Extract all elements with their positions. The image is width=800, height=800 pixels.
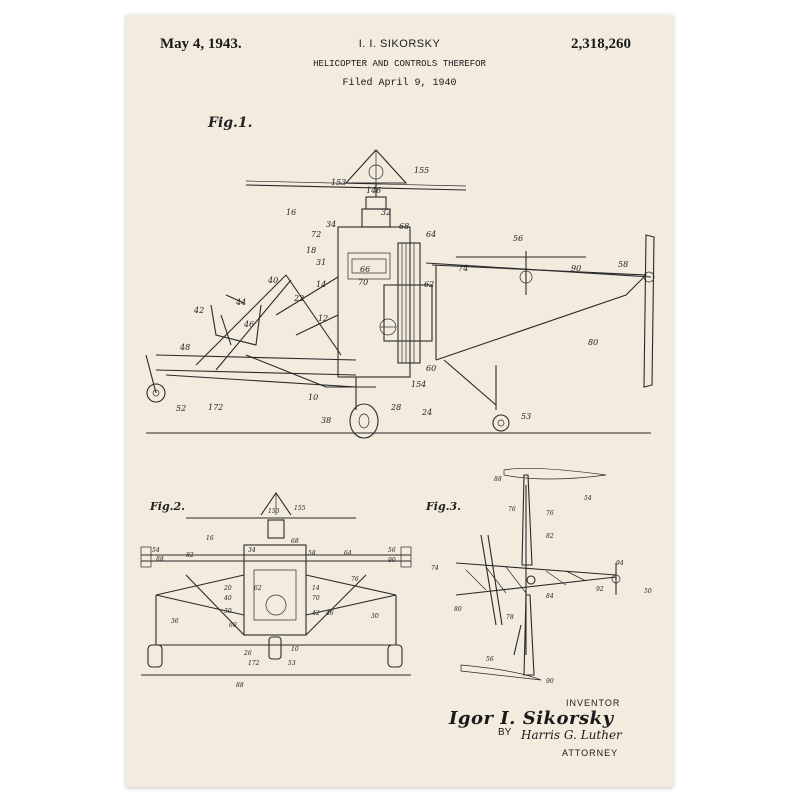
attorney-label: ATTORNEY bbox=[562, 748, 619, 758]
svg-text:80: 80 bbox=[454, 606, 462, 613]
svg-text:26: 26 bbox=[243, 650, 252, 657]
svg-text:50: 50 bbox=[644, 588, 652, 595]
svg-text:48: 48 bbox=[179, 343, 190, 352]
svg-text:64: 64 bbox=[426, 230, 436, 239]
svg-text:30: 30 bbox=[224, 608, 232, 615]
svg-text:20: 20 bbox=[223, 585, 232, 592]
svg-text:88: 88 bbox=[236, 682, 244, 689]
svg-text:40: 40 bbox=[267, 276, 278, 285]
patent-date: May 4, 1943. bbox=[160, 36, 242, 52]
svg-text:58: 58 bbox=[618, 260, 628, 269]
svg-text:74: 74 bbox=[431, 565, 439, 572]
fig2-label: Fig.2. bbox=[150, 500, 185, 513]
svg-text:54: 54 bbox=[584, 495, 592, 502]
attorney-signature: Harris G. Luther bbox=[521, 728, 622, 742]
fig2-helicopter-front-view: 153 155 16 54 88 82 34 68 58 64 56 90 76… bbox=[140, 492, 412, 689]
svg-text:80: 80 bbox=[588, 338, 598, 347]
svg-text:62: 62 bbox=[254, 585, 262, 592]
svg-text:28: 28 bbox=[390, 403, 401, 412]
svg-text:56: 56 bbox=[486, 656, 494, 663]
svg-text:64: 64 bbox=[344, 550, 352, 557]
svg-text:46: 46 bbox=[325, 610, 334, 617]
svg-text:153: 153 bbox=[268, 508, 280, 515]
svg-text:154: 154 bbox=[411, 380, 426, 389]
by-label: BY bbox=[498, 727, 512, 738]
svg-text:90: 90 bbox=[546, 678, 554, 685]
svg-text:31: 31 bbox=[316, 258, 326, 267]
svg-text:22: 22 bbox=[293, 294, 304, 303]
svg-text:58: 58 bbox=[308, 550, 316, 557]
svg-text:76: 76 bbox=[508, 506, 516, 513]
svg-text:66: 66 bbox=[360, 265, 370, 274]
svg-text:68: 68 bbox=[399, 222, 409, 231]
svg-text:92: 92 bbox=[596, 586, 604, 593]
svg-text:90: 90 bbox=[571, 264, 581, 273]
fig3-label: Fig.3. bbox=[426, 500, 461, 513]
svg-text:172: 172 bbox=[248, 660, 260, 667]
svg-text:155: 155 bbox=[294, 505, 306, 512]
svg-text:88: 88 bbox=[494, 476, 502, 483]
inventor-short-name: I. I. SIKORSKY bbox=[358, 38, 441, 50]
svg-text:90: 90 bbox=[388, 557, 396, 564]
fig1-label: Fig.1. bbox=[208, 115, 253, 131]
svg-text:34: 34 bbox=[326, 220, 336, 229]
inventor-signature: Igor I. Sikorsky bbox=[449, 708, 614, 729]
svg-text:70: 70 bbox=[358, 278, 368, 287]
svg-text:54: 54 bbox=[152, 547, 160, 554]
svg-text:70: 70 bbox=[312, 595, 320, 602]
svg-text:155: 155 bbox=[414, 166, 429, 175]
svg-text:82: 82 bbox=[186, 552, 194, 559]
svg-text:94: 94 bbox=[616, 560, 624, 567]
patent-number: 2,318,260 bbox=[571, 36, 631, 52]
svg-text:46: 46 bbox=[243, 320, 254, 329]
svg-text:76: 76 bbox=[351, 576, 359, 583]
fig1-helicopter-side-view: 155 153 146 16 32 34 72 68 64 18 31 56 7… bbox=[145, 149, 655, 439]
svg-text:42: 42 bbox=[193, 306, 204, 315]
svg-text:74: 74 bbox=[458, 264, 468, 273]
inventor-label: INVENTOR bbox=[566, 698, 621, 708]
svg-text:42: 42 bbox=[311, 610, 320, 617]
svg-text:34: 34 bbox=[248, 547, 256, 554]
svg-text:62: 62 bbox=[424, 280, 434, 289]
svg-text:53: 53 bbox=[288, 660, 296, 667]
svg-text:14: 14 bbox=[312, 585, 320, 592]
svg-text:18: 18 bbox=[306, 246, 316, 255]
svg-text:56: 56 bbox=[513, 234, 523, 243]
filed-date: Filed April 9, 1940 bbox=[342, 78, 457, 89]
svg-text:10: 10 bbox=[308, 393, 318, 402]
svg-text:32: 32 bbox=[381, 208, 391, 217]
svg-text:36: 36 bbox=[171, 618, 179, 625]
patent-drawings: 155 153 146 16 32 34 72 68 64 18 31 56 7… bbox=[140, 149, 655, 689]
patent-title: HELICOPTER AND CONTROLS THEREFOR bbox=[313, 59, 486, 69]
svg-text:44: 44 bbox=[235, 298, 246, 307]
svg-text:16: 16 bbox=[286, 208, 296, 217]
svg-text:30: 30 bbox=[371, 613, 379, 620]
svg-text:76: 76 bbox=[546, 510, 554, 517]
svg-text:14: 14 bbox=[316, 280, 326, 289]
svg-text:60: 60 bbox=[229, 622, 237, 629]
svg-text:40: 40 bbox=[223, 595, 232, 602]
svg-text:82: 82 bbox=[546, 533, 554, 540]
svg-text:172: 172 bbox=[208, 403, 223, 412]
svg-text:72: 72 bbox=[311, 230, 321, 239]
svg-text:38: 38 bbox=[321, 416, 331, 425]
svg-text:52: 52 bbox=[176, 404, 186, 413]
svg-text:56: 56 bbox=[388, 547, 396, 554]
svg-text:10: 10 bbox=[291, 646, 299, 653]
svg-text:88: 88 bbox=[156, 556, 164, 563]
svg-text:146: 146 bbox=[366, 186, 381, 195]
svg-text:24: 24 bbox=[421, 408, 432, 417]
patent-sheet: May 4, 1943. I. I. SIKORSKY 2,318,260 HE… bbox=[126, 15, 673, 787]
svg-text:53: 53 bbox=[521, 412, 531, 421]
svg-text:78: 78 bbox=[506, 614, 514, 621]
svg-text:60: 60 bbox=[426, 364, 436, 373]
svg-text:68: 68 bbox=[291, 538, 299, 545]
svg-text:153: 153 bbox=[331, 178, 346, 187]
svg-text:12: 12 bbox=[318, 314, 328, 323]
fig3-helicopter-top-view: 88 54 76 76 82 74 84 94 92 50 80 78 56 9… bbox=[431, 467, 652, 685]
svg-text:84: 84 bbox=[546, 593, 554, 600]
svg-text:16: 16 bbox=[206, 535, 214, 542]
